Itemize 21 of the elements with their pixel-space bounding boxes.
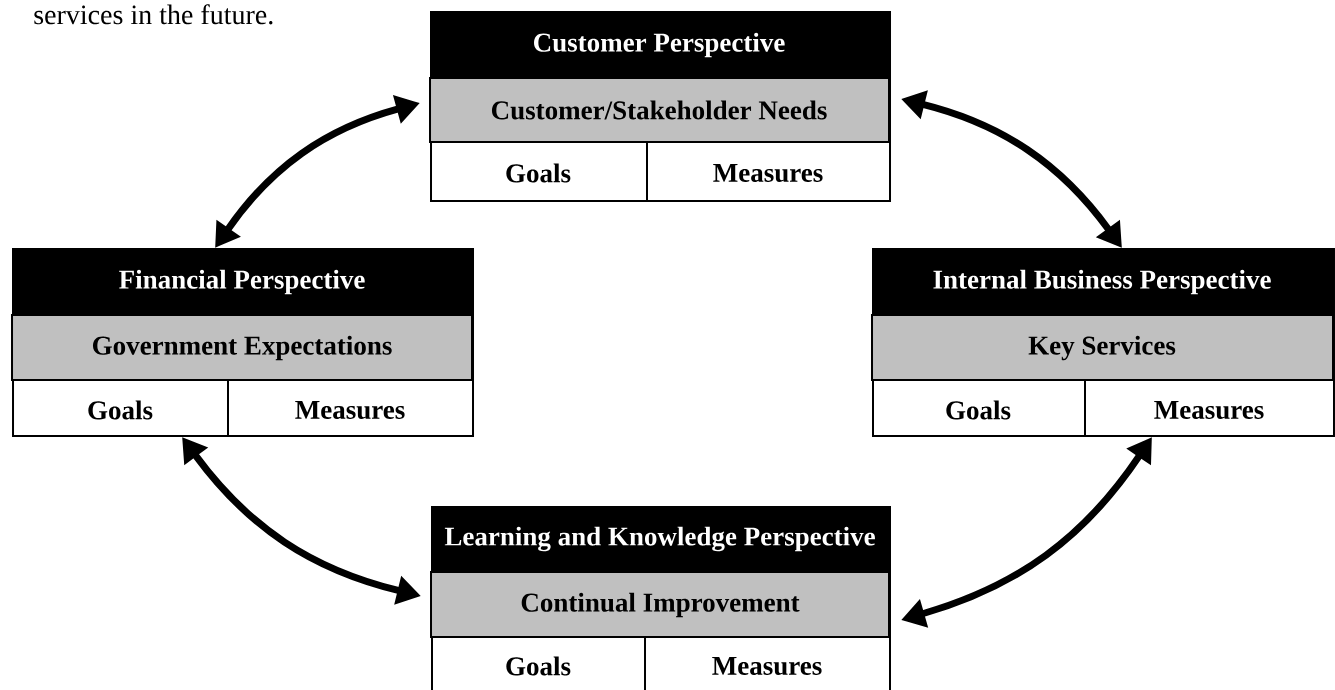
header-cell: Learning and Knowledge Perspective [431,506,889,572]
perspective-table [11,248,474,437]
perspective-table [430,506,891,690]
subheading-cell: Key Services [871,314,1334,381]
body-text: services in the future. [34,4,273,25]
table-cell: Goals [506,656,571,676]
table-cell: Goals [506,163,571,183]
perspective-table [429,11,891,202]
subheading-cell: Continual Improvement [430,571,890,638]
header-cell: Customer Perspective [430,11,889,78]
subheading-cell: Customer/Stakeholder Needs [429,77,890,143]
header-cell: Internal Business Perspective [872,248,1333,315]
table-cell: Measures [295,400,405,419]
table-cell: Goals [88,400,153,420]
table-cell: Measures [713,163,823,182]
table-cell: Measures [712,656,822,675]
header-cell: Financial Perspective [12,248,472,315]
perspective-table [871,248,1335,437]
subheading-cell: Government Expectations [11,314,473,381]
table-cell: Measures [1154,400,1264,419]
table-cell: Goals [946,400,1011,420]
